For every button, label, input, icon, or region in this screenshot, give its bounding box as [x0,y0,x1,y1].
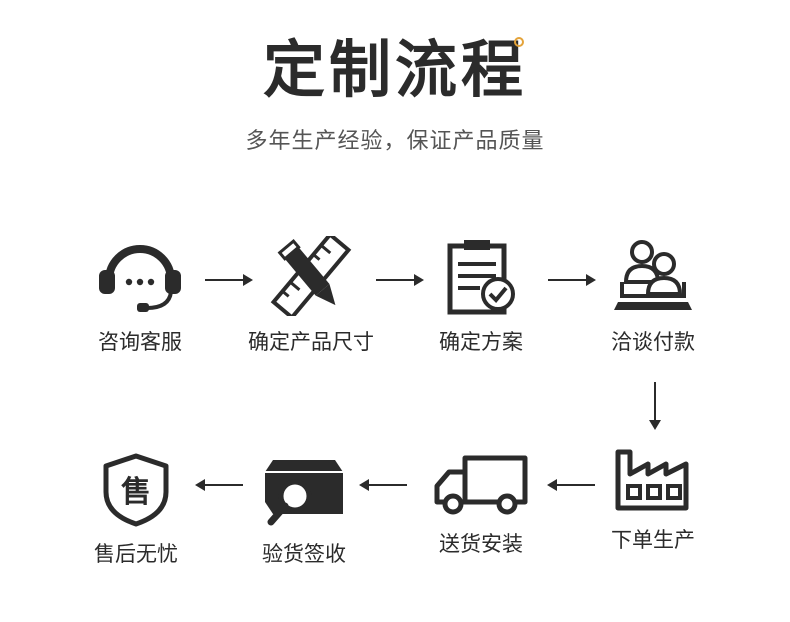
factory-icon [615,449,689,511]
badge-text: 售 [121,475,151,510]
page-subtitle: 多年生产经验，保证产品质量 [245,129,545,154]
step-consult: 咨询客服 [60,236,220,356]
arrow-down-icon [649,382,661,430]
arrow-left-icon [547,479,595,491]
step-delivery: 送货安装 [401,452,561,558]
arrow-right-icon [205,274,253,286]
step-label: 洽谈付款 [611,330,695,354]
step-plan: 确定方案 [401,236,561,356]
meeting-people-icon [614,240,692,310]
arrow-right-icon [548,274,596,286]
box-inspect-icon [265,460,343,526]
step-size: 确定产品尺寸 [231,236,391,356]
step-label: 下单生产 [611,528,695,552]
truck-icon [434,455,528,515]
step-label: 验货签收 [262,542,346,566]
arrow-left-icon [359,479,407,491]
step-label: 咨询客服 [98,330,182,354]
step-label: 售后无忧 [94,542,178,566]
arrow-left-icon [195,479,243,491]
step-label: 确定方案 [439,330,523,354]
arrow-right-icon [376,274,424,286]
after-sale-shield-icon: 售 [103,453,169,527]
headset-icon [99,245,181,312]
step-after-sale: 售 售后无忧 [56,452,216,568]
step-inspection: 验货签收 [224,452,384,568]
step-label: 送货安装 [439,532,523,556]
clipboard-check-icon [447,240,515,315]
step-production: 下单生产 [573,444,733,554]
step-label: 确定产品尺寸 [248,330,374,354]
title-accent-dot [514,37,524,47]
step-payment: 洽谈付款 [573,236,733,356]
page-title: 定制流程 [262,33,527,106]
pencil-ruler-icon [270,236,352,316]
